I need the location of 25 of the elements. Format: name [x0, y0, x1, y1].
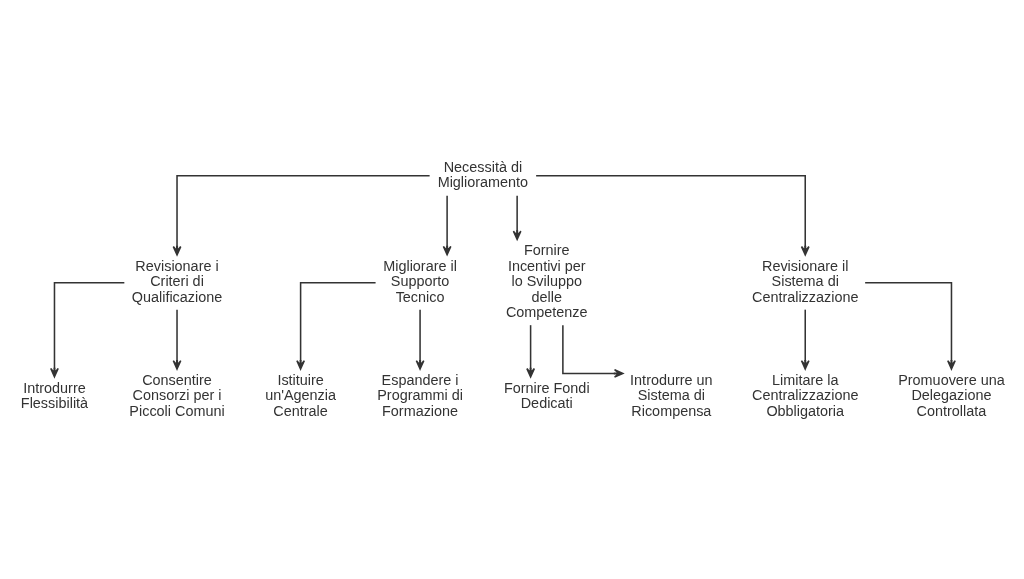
node-text: Migliorare il Supporto Tecnico	[382, 257, 457, 305]
node-text: Consentire Consorzi per i Piccoli Comuni	[128, 371, 225, 419]
node-text: Introdurre un Sistema di Ricompensa	[629, 371, 713, 419]
arrow	[442, 194, 452, 255]
arrow	[534, 174, 810, 256]
node-text: Revisionare i Criteri di Qualificazione	[131, 257, 222, 305]
node-text: Espandere i Programmi di Formazione	[376, 371, 463, 419]
node-text: Introdurre Flessibilità	[20, 379, 88, 411]
arrow	[561, 323, 624, 378]
arrow	[295, 281, 376, 370]
arrow	[800, 308, 810, 370]
arrow	[512, 194, 522, 240]
node-text: Istituire un'Agenzia Centrale	[264, 371, 336, 419]
node-text: Revisionare il Sistema di Centralizzazione	[751, 257, 858, 305]
node-text: Promuovere una Delegazione Controllata	[897, 371, 1005, 419]
arrow	[172, 174, 430, 256]
node-text: Necessità di Miglioramento	[437, 158, 528, 190]
arrow	[415, 308, 425, 370]
node-text: Fornire Fondi Dedicati	[503, 379, 590, 411]
node-text: Fornire Incentivi per lo Sviluppo delle Competenze	[505, 241, 588, 320]
arrow	[863, 281, 956, 370]
node-text: Limitare la Centralizzazione Obbligatoria	[751, 371, 858, 419]
arrow	[172, 308, 181, 370]
arrow	[525, 323, 535, 378]
arrow	[49, 281, 125, 378]
